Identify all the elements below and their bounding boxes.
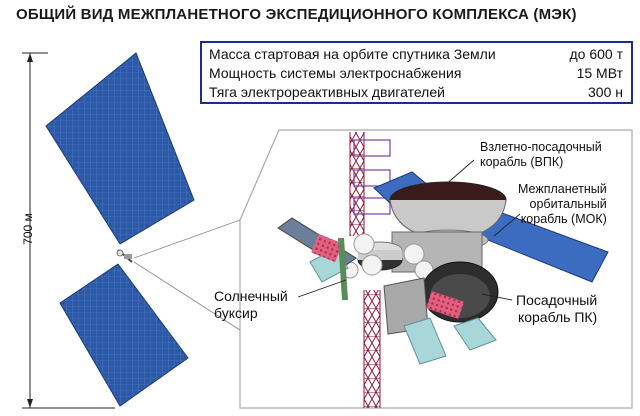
truss-tower xyxy=(349,132,391,408)
page-title: ОБЩИЙ ВИД МЕЖПЛАНЕТНОГО ЭКСПЕДИЦИОННОГО … xyxy=(16,6,577,23)
right-radiator xyxy=(426,291,464,319)
vpk-pointer xyxy=(443,159,475,187)
dimension-line xyxy=(22,52,115,409)
spec-row-thrust: Тяга электрореактивных двигателей 300 н xyxy=(209,84,623,102)
pk-pointer xyxy=(481,293,513,301)
spec-label: Мощность системы электроснабжения xyxy=(209,65,462,81)
lower-right-panel xyxy=(403,317,447,365)
zoom-callout-line xyxy=(133,219,241,259)
tug-label: Солнечный буксир xyxy=(214,288,288,321)
spec-row-mass: Масса стартовая на орбите спутника Земли… xyxy=(209,46,623,64)
spec-label: Масса стартовая на орбите спутника Земли xyxy=(209,46,496,62)
zoom-outline xyxy=(239,129,633,409)
tug-craft-small xyxy=(116,249,133,263)
spec-box: Масса стартовая на орбите спутника Земли… xyxy=(200,41,633,104)
spec-row-power: Мощность системы электроснабжения 15 МВт xyxy=(209,65,623,83)
lower-solar-panel xyxy=(59,263,189,407)
mok-pointer xyxy=(493,213,521,237)
spec-label: Тяга электрореактивных двигателей xyxy=(209,84,445,100)
tank-spheres xyxy=(341,233,434,280)
spec-value: до 600 т xyxy=(569,46,623,62)
upper-solar-panel xyxy=(45,52,195,245)
pk-label: Посадочный корабль ПК) xyxy=(516,292,598,325)
mok-label: Межпланетный орбитальный корабль (МОК) xyxy=(518,182,607,226)
left-radiator xyxy=(311,233,343,263)
right-cyan-panel xyxy=(453,317,497,351)
vpk-label: Взлетно-посадочный корабль (ВПК) xyxy=(480,140,602,169)
spec-value: 300 н xyxy=(588,84,623,100)
tug-rods xyxy=(338,238,348,300)
spec-value: 15 МВт xyxy=(576,65,623,81)
dimension-label: 700 м xyxy=(21,213,35,245)
tug-pointer xyxy=(297,279,347,298)
